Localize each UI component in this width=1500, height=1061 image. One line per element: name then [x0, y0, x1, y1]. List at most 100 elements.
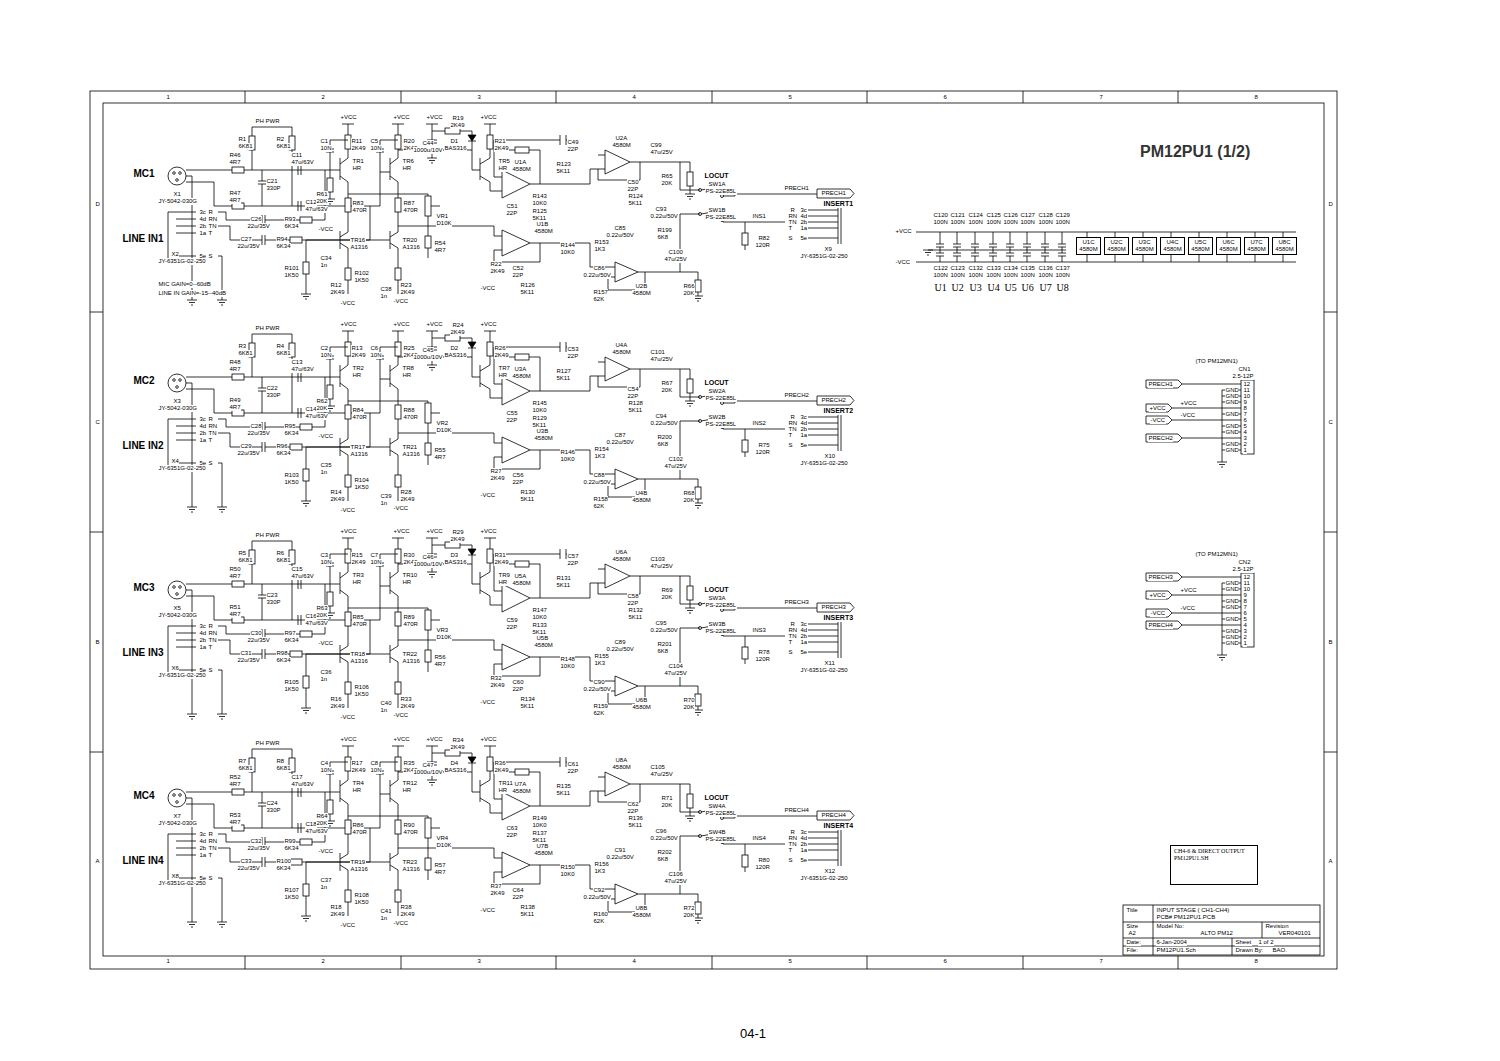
- schematic-label: 100N: [968, 272, 983, 279]
- schematic-label: R16: [330, 696, 342, 703]
- connector-body: [1241, 573, 1254, 647]
- schematic-label: T: [788, 225, 793, 232]
- schematic-label: R: [208, 623, 213, 630]
- schematic-label: 5K11: [628, 822, 643, 829]
- schematic-label: 2K49: [494, 145, 509, 152]
- schematic-label: R: [208, 209, 213, 216]
- schematic-label: 6K81: [276, 557, 291, 564]
- schematic-label: R71: [661, 795, 673, 802]
- schematic-label: 22P: [506, 624, 518, 631]
- schematic-label: 1a: [199, 644, 207, 651]
- schematic-label: C54: [627, 386, 639, 393]
- schematic-label: PH PWR: [255, 740, 280, 747]
- schematic-label: VR3: [436, 627, 449, 634]
- schematic-label: R148: [560, 656, 575, 663]
- schematic-label: 2.5-12P: [1232, 566, 1254, 573]
- schematic-label: 1a: [800, 225, 808, 232]
- schematic-label: SW2B: [708, 414, 726, 421]
- schematic-label: 1K50: [354, 277, 369, 284]
- schematic-label: C3: [320, 552, 329, 559]
- schematic-label: R56: [434, 654, 446, 661]
- schematic-label: R22: [490, 261, 502, 268]
- schematic-label: A1316: [402, 658, 420, 665]
- schematic-label: CN1: [1238, 366, 1251, 373]
- schematic-label: 2K49: [450, 122, 465, 129]
- schematic-label: R96: [276, 443, 288, 450]
- schematic-label: JY-6351G-02-250: [158, 672, 206, 679]
- ic-box: U4C4580M: [1160, 237, 1185, 255]
- schematic-label: 1n: [380, 915, 388, 922]
- schematic-label: 470R: [352, 207, 367, 214]
- schematic-label: R101: [284, 265, 299, 272]
- schematic-label: C94: [655, 413, 667, 420]
- schematic-label: R138: [520, 904, 535, 911]
- schematic-label: R13: [351, 345, 363, 352]
- schematic-label: R128: [628, 400, 643, 407]
- schematic-label: GND: [1225, 586, 1239, 593]
- schematic-label: BAS316: [444, 559, 467, 566]
- schematic-label: U8: [1056, 282, 1069, 293]
- schematic-label: 47u/25V: [664, 670, 687, 677]
- schematic-label: 22P: [512, 272, 524, 279]
- schematic-label: 22u/35V: [237, 243, 260, 250]
- schematic-label: R125: [532, 208, 547, 215]
- schematic-label: Date:: [1126, 939, 1141, 946]
- schematic-label: 0.22u/50V: [583, 479, 611, 486]
- schematic-label: R137: [532, 830, 547, 837]
- schematic-label: 2.5-12P: [1232, 373, 1254, 380]
- schematic-label: 6K81: [238, 350, 253, 357]
- schematic-label: 5K11: [556, 582, 571, 589]
- schematic-label: HR: [402, 165, 412, 172]
- schematic-label: 1000u/10V: [413, 561, 443, 568]
- ic-label: 4580M: [1163, 246, 1182, 253]
- schematic-label: 10N: [370, 767, 382, 774]
- schematic-label: R145: [532, 400, 547, 407]
- schematic-label: C121: [950, 212, 965, 219]
- schematic-label: +VCC: [426, 321, 443, 328]
- ic-label: U6C: [1219, 239, 1238, 246]
- schematic-label: 2K49: [330, 496, 345, 503]
- schematic-label: +VCC: [480, 736, 497, 743]
- schematic-label: D3: [450, 552, 459, 559]
- supply-rail: [916, 232, 1296, 262]
- schematic-label: 4R7: [434, 247, 446, 254]
- schematic-label: C50: [627, 179, 639, 186]
- schematic-label: 2b: [199, 223, 207, 230]
- schematic-label: 0.22u/50V: [606, 854, 634, 861]
- schematic-label: A: [95, 858, 100, 865]
- schematic-label: +VCC: [393, 528, 410, 535]
- schematic-line: [168, 124, 854, 305]
- schematic-label: C37: [320, 877, 332, 884]
- schematic-label: U6B: [635, 697, 648, 704]
- schematic-label: U3: [969, 282, 982, 293]
- schematic-label: R154: [594, 446, 609, 453]
- schematic-label: C86: [593, 265, 605, 272]
- schematic-label: 7: [1099, 94, 1103, 101]
- schematic-label: 0.22u/50V: [606, 439, 634, 446]
- schematic-label: 4580M: [632, 290, 651, 297]
- schematic-label: D: [1328, 201, 1333, 208]
- schematic-label: 470R: [403, 621, 418, 628]
- schematic-label: TR22: [402, 651, 418, 658]
- schematic-label: +VCC: [393, 736, 410, 743]
- schematic-label: +VCC: [426, 736, 443, 743]
- schematic-label: T: [208, 437, 213, 444]
- schematic-label: 330P: [266, 392, 281, 399]
- schematic-label: GND: [1225, 411, 1239, 418]
- schematic-label: C96: [655, 828, 667, 835]
- schematic-label: R84: [352, 407, 364, 414]
- schematic-label: C59: [506, 617, 518, 624]
- schematic-label: INS2: [752, 420, 766, 427]
- schematic-label: C64: [512, 887, 524, 894]
- schematic-label: C120: [933, 212, 948, 219]
- schematic-label: -VCC: [318, 226, 334, 233]
- net-flag: [1146, 380, 1182, 388]
- schematic-line: [1217, 655, 1227, 660]
- schematic-label: 2K49: [351, 767, 366, 774]
- schematic-label: R2: [276, 136, 285, 143]
- schematic-label: HR: [352, 579, 362, 586]
- schematic-label: 1K50: [284, 894, 299, 901]
- schematic-label: C46: [422, 554, 434, 561]
- schematic-label: 10N: [370, 559, 382, 566]
- schematic-label: 470R: [403, 414, 418, 421]
